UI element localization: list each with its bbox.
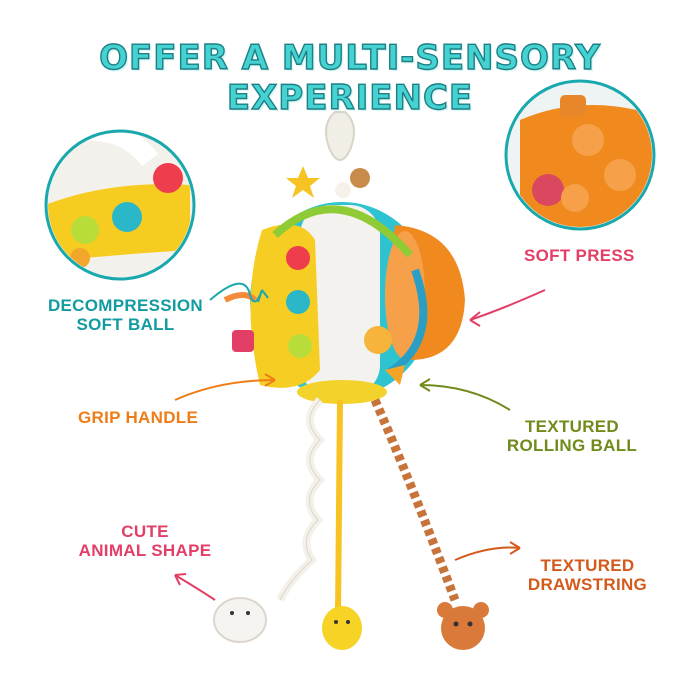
drawstrings <box>276 397 460 616</box>
label-textured-drawstring-line1: TEXTURED <box>540 556 635 575</box>
label-decompression-line2: SOFT BALL <box>76 315 175 334</box>
label-textured-rolling-ball: TEXTURED ROLLING BALL <box>502 417 642 455</box>
label-decompression-line1: DECOMPRESSION <box>47 296 204 315</box>
callout-arrows <box>174 282 546 601</box>
zoom-circle-right <box>504 79 656 231</box>
label-cute-animal-line1: CUTE <box>121 522 169 541</box>
label-textured-drawstring: TEXTURED DRAWSTRING <box>520 556 655 594</box>
headline: OFFER A MULTI-SENSORY EXPERIENCE <box>98 37 601 118</box>
label-textured-drawstring-line2: DRAWSTRING <box>527 575 648 594</box>
label-textured-rolling-line1: TEXTURED <box>524 417 619 436</box>
animal-charms <box>213 597 489 650</box>
label-grip-handle: GRIP HANDLE <box>78 408 199 427</box>
label-cute-animal-line2: ANIMAL SHAPE <box>78 541 212 560</box>
label-decompression-soft-ball: DECOMPRESSION SOFT BALL <box>38 296 213 334</box>
label-soft-press: SOFT PRESS <box>524 246 635 265</box>
label-cute-animal-shape: CUTE ANIMAL SHAPE <box>65 522 225 560</box>
sensory-toy <box>223 111 465 404</box>
zoom-circle-left <box>44 129 196 281</box>
label-textured-rolling-line2: ROLLING BALL <box>506 436 638 455</box>
